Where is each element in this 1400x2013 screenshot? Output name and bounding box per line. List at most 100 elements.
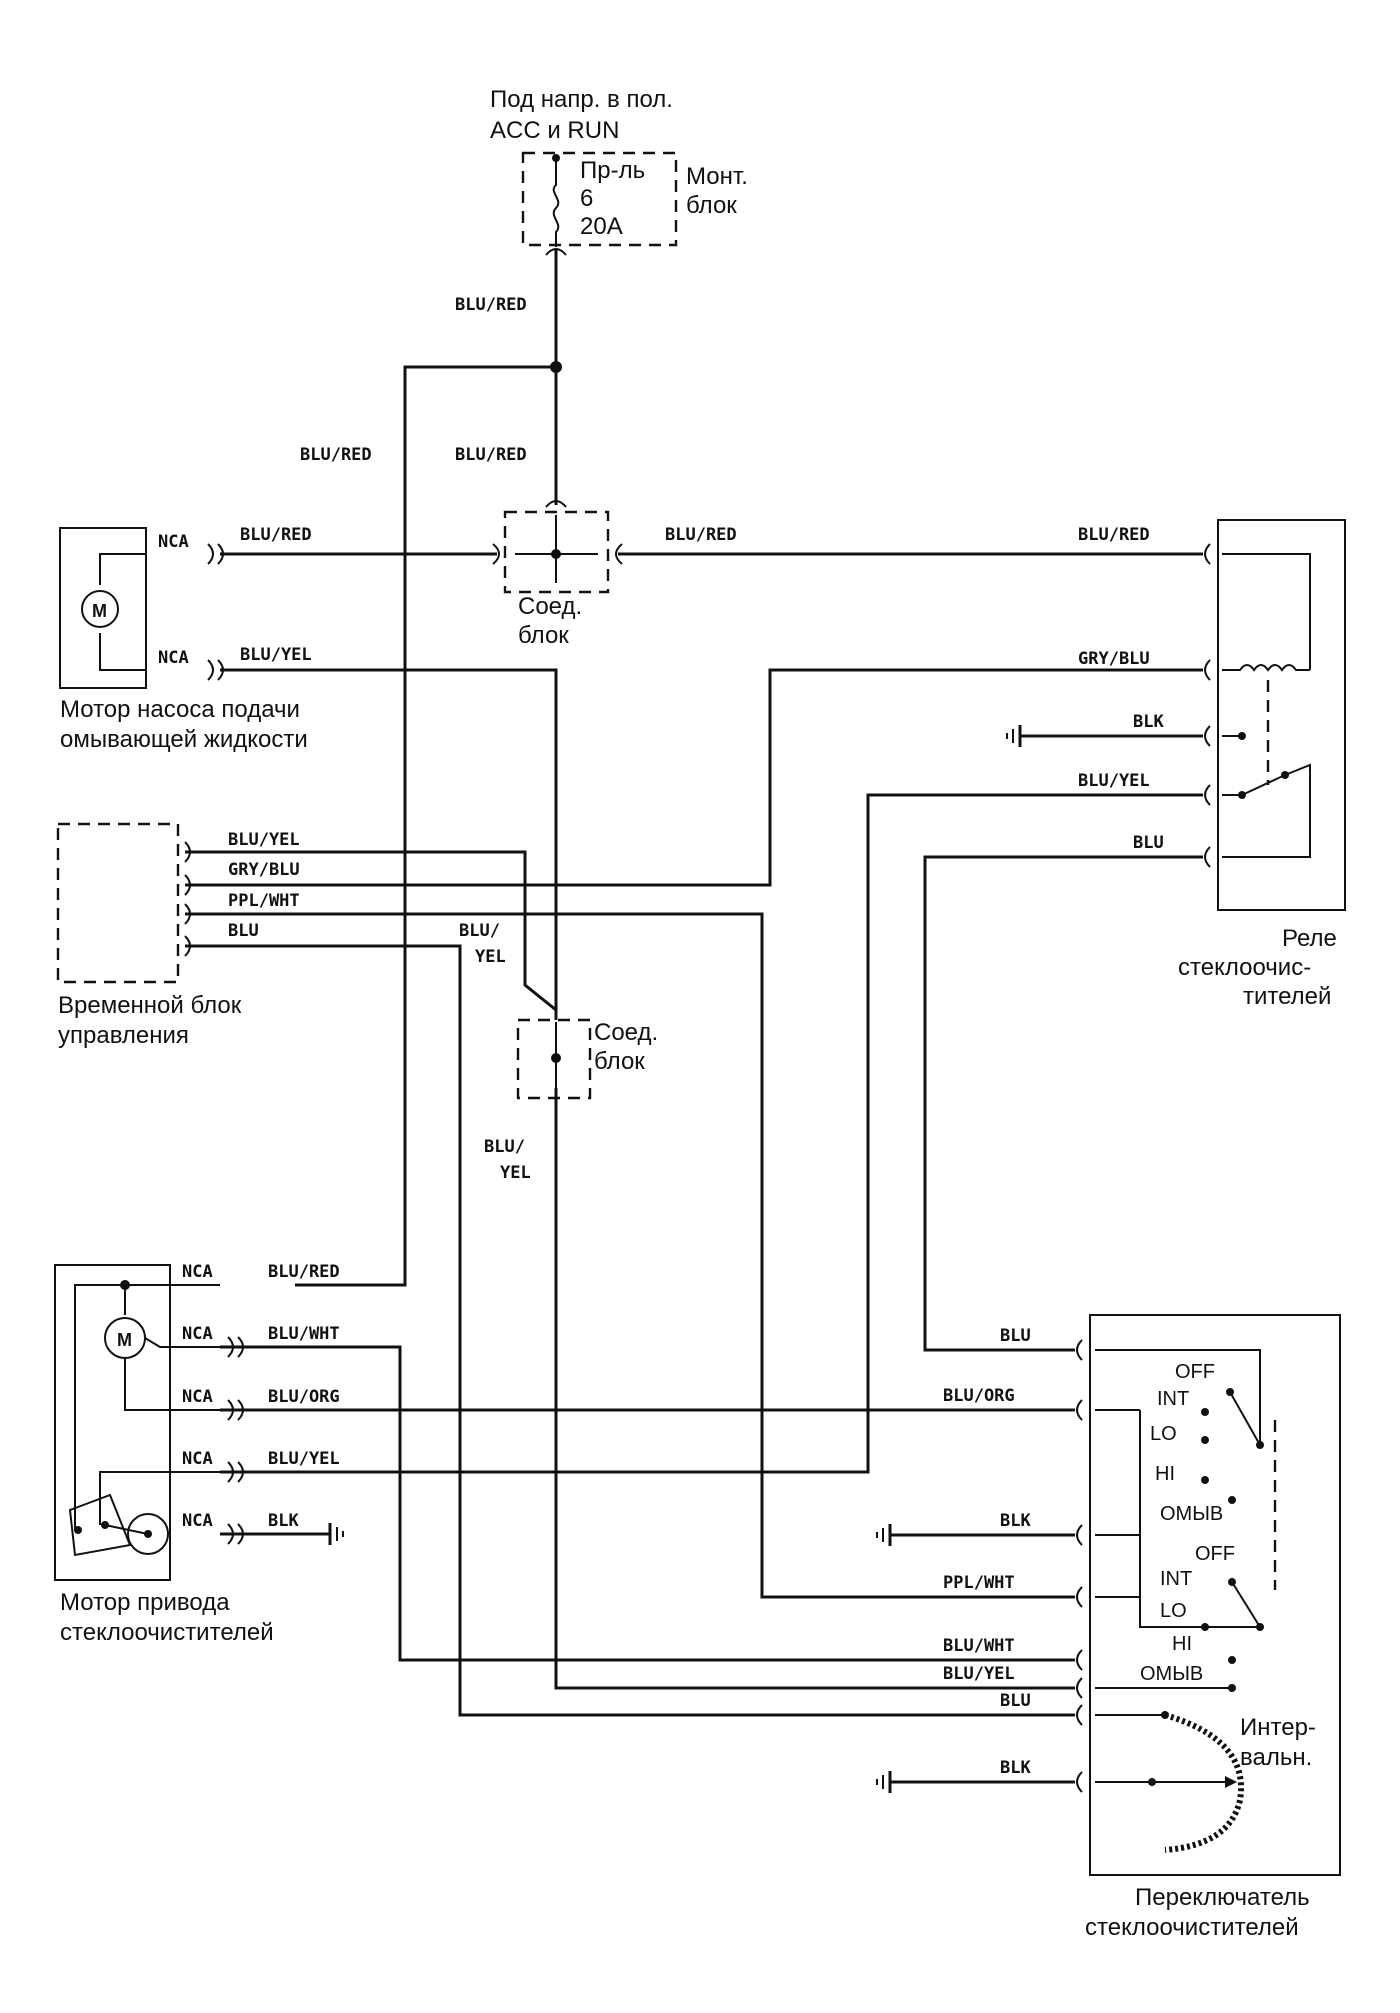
- wire-label: BLU/RED: [455, 295, 527, 315]
- fuse-name-line3: 20A: [580, 213, 623, 240]
- wire-label: BLU/: [484, 1137, 525, 1157]
- wire-label: BLU/: [459, 921, 500, 941]
- switch-label-line2: стеклоочистителей: [1085, 1914, 1299, 1941]
- wire-label: BLU/RED: [240, 525, 312, 545]
- fuse-name-line1: Пр-ль: [580, 157, 645, 184]
- wire-label: BLU: [1000, 1691, 1031, 1711]
- wiper-nca-4: NCA: [182, 1449, 213, 1469]
- wire-label: BLU/RED: [455, 445, 527, 465]
- wiper-nca-5: NCA: [182, 1511, 213, 1531]
- washer-motor-label-line1: Мотор насоса подачи: [60, 696, 300, 723]
- relay-outline: [1217, 519, 1346, 911]
- wiper-nca-1: NCA: [182, 1262, 213, 1282]
- mounting-block-label-line2: блок: [686, 192, 737, 219]
- wiper-switch: OFF INT LO HI ОМЫВ OFF INT LO HI ОМЫВ Ин…: [1076, 1314, 1341, 1941]
- wire-label: YEL: [500, 1163, 531, 1183]
- connector-block-2-outline: [516, 1018, 592, 1100]
- ground-symbols: [328, 725, 1022, 1793]
- switch-lower-hi: HI: [1172, 1633, 1192, 1655]
- supply-condition-line1: Под напр. в пол.: [490, 86, 673, 113]
- switch-lower-int: INT: [1160, 1568, 1192, 1590]
- washer-pump-motor: M NCA NCA Мотор насоса подачи омывающей …: [59, 527, 308, 753]
- supply-condition-line2: ACC и RUN: [490, 117, 619, 144]
- switch-upper-hi: HI: [1155, 1463, 1175, 1485]
- washer-nca-1: NCA: [158, 532, 189, 552]
- connector-block-1-label-line1: Соед.: [518, 593, 582, 620]
- timer-unit-label-line2: управления: [58, 1022, 189, 1049]
- wire-label: BLU/ORG: [268, 1387, 340, 1407]
- timer-control-unit: Временной блок управления: [56, 822, 242, 1049]
- switch-outline: [1089, 1314, 1341, 1876]
- wire-label: PPL/WHT: [228, 891, 300, 911]
- wire-label: BLU/YEL: [228, 830, 300, 850]
- washer-motor-symbol: [81, 590, 119, 628]
- switch-upper-off: OFF: [1175, 1361, 1215, 1383]
- wire-label: BLU/ORG: [943, 1386, 1015, 1406]
- wire-label: GRY/BLU: [1078, 649, 1150, 669]
- wire-label: BLU/YEL: [943, 1664, 1015, 1684]
- wire-label: BLU/RED: [300, 445, 372, 465]
- mounting-block-outline: [521, 151, 678, 247]
- wire-label: BLK: [1000, 1758, 1031, 1778]
- switch-lower-lo: LO: [1160, 1600, 1187, 1622]
- wiper-motor-letter: M: [117, 1330, 132, 1350]
- interval-resistor: [1164, 1712, 1245, 1853]
- wiper-motor-label-line2: стеклоочистителей: [60, 1619, 274, 1646]
- wiper-motor-label-line1: Мотор привода: [60, 1589, 230, 1616]
- switch-upper-lo: LO: [1150, 1423, 1177, 1445]
- motor-letter: M: [92, 601, 107, 621]
- mounting-block-label-line1: Монт.: [686, 163, 748, 190]
- switch-upper-int: INT: [1157, 1388, 1189, 1410]
- connector-block-1-outline: [503, 510, 610, 594]
- switch-lower-off: OFF: [1195, 1543, 1235, 1565]
- wiper-nca-2: NCA: [182, 1324, 213, 1344]
- wire-label: GRY/BLU: [228, 860, 300, 880]
- wire-label: BLU/YEL: [240, 645, 312, 665]
- wire-label: BLU: [1133, 833, 1164, 853]
- park-switch-cam: [68, 1493, 132, 1557]
- interval-label-line2: вальн.: [1240, 1744, 1312, 1771]
- fuse-terminal-top: [552, 154, 560, 162]
- connector-block-2-label-line1: Соед.: [594, 1019, 658, 1046]
- connector-block-2: Соед. блок: [516, 1018, 658, 1100]
- wire-label: BLU/YEL: [268, 1449, 340, 1469]
- connector-block-2-label-line2: блок: [594, 1048, 645, 1075]
- fuse-block: Под напр. в пол. ACC и RUN Пр-ль 6 20A М…: [490, 86, 748, 256]
- wire-label: BLU: [228, 921, 259, 941]
- wire-label: BLK: [1133, 712, 1164, 732]
- wire-label: BLU/WHT: [268, 1324, 340, 1344]
- washer-nca-2: NCA: [158, 648, 189, 668]
- ground-icon: [876, 1771, 892, 1793]
- ground-icon: [328, 1523, 344, 1545]
- wiper-drive-motor: M NCA NCA NCA NCA NCA Мотор привода стек…: [54, 1262, 274, 1646]
- fuse-symbol: [552, 158, 560, 247]
- switch-lower-wash: ОМЫВ: [1140, 1663, 1203, 1685]
- wire-label: YEL: [475, 947, 506, 967]
- fuse-connector: [545, 248, 567, 256]
- washer-motor-outline: [59, 527, 147, 689]
- relay-label-line1: Реле: [1282, 925, 1337, 952]
- washer-motor-label-line2: омывающей жидкости: [60, 726, 308, 753]
- wire-label: PPL/WHT: [943, 1573, 1015, 1593]
- timer-unit-outline: [56, 822, 180, 984]
- wiper-motor-outline: [54, 1264, 171, 1581]
- wires: [185, 250, 1203, 1784]
- switch-upper-wash: ОМЫВ: [1160, 1503, 1223, 1525]
- ground-icon: [876, 1524, 892, 1546]
- ground-icon: [1006, 725, 1022, 747]
- connector-block-1-label-line2: блок: [518, 622, 569, 649]
- interval-label-line1: Интер-: [1240, 1714, 1316, 1741]
- connector-block-1: Соед. блок: [492, 500, 623, 649]
- wiper-relay: Реле стеклоочис- тителей: [1178, 519, 1346, 1010]
- wiper-nca-3: NCA: [182, 1387, 213, 1407]
- wire-label: BLK: [268, 1511, 299, 1531]
- wire-label: BLU/RED: [268, 1262, 340, 1282]
- relay-label-line3: тителей: [1243, 983, 1331, 1010]
- relay-label-line2: стеклоочис-: [1178, 954, 1311, 981]
- wire-label: BLU/YEL: [1078, 771, 1150, 791]
- timer-unit-label-line1: Временной блок: [58, 992, 242, 1019]
- wire-label: BLU/RED: [1078, 525, 1150, 545]
- wire-label: BLU/RED: [665, 525, 737, 545]
- wire-label: BLU/WHT: [943, 1636, 1015, 1656]
